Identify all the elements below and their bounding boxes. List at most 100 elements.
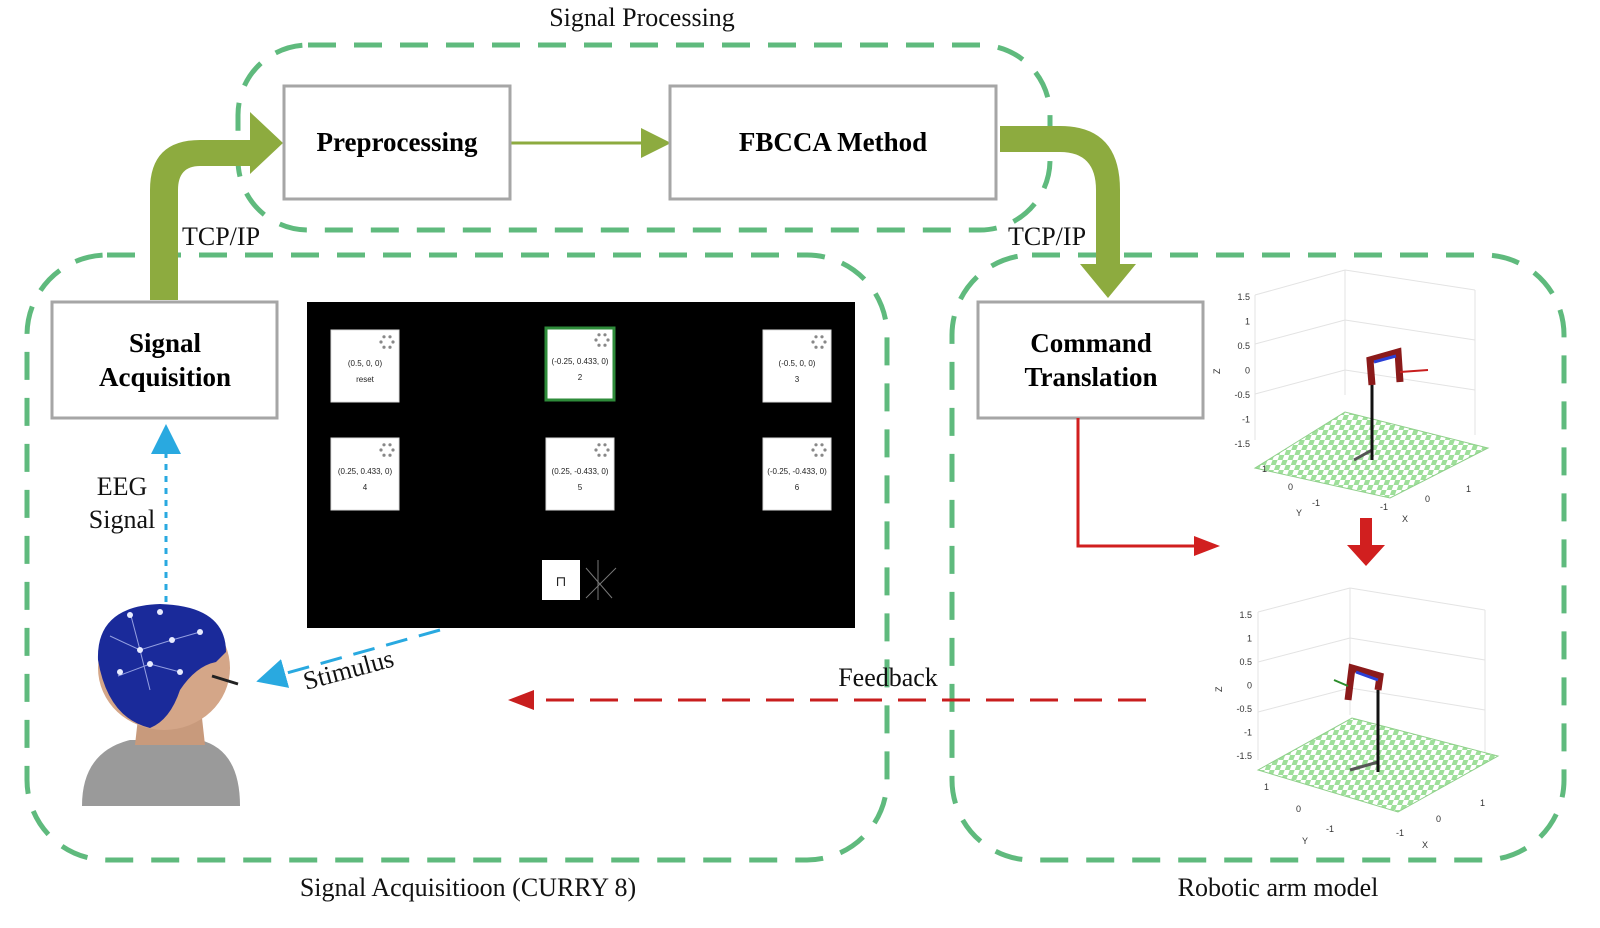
target-label: 6 — [795, 483, 800, 492]
arm-transition-arrow — [1347, 518, 1385, 566]
eeg-label-line2: Signal — [89, 505, 155, 534]
stimulus-target-3: (-0.5, 0, 0) 3 — [762, 329, 832, 403]
arm-links-bottom — [1344, 663, 1384, 701]
z-tick: -0.5 — [1236, 704, 1252, 714]
target-ring-icon — [811, 335, 827, 349]
fbcca-label: FBCCA Method — [739, 127, 927, 157]
command-translation-label-line2: Translation — [1024, 362, 1157, 392]
tcp-arrow-left — [150, 112, 283, 300]
z-tick: -0.5 — [1234, 390, 1250, 400]
eeg-cap — [97, 604, 226, 728]
target-ring-icon — [379, 443, 395, 457]
subject-with-eeg-cap — [82, 604, 240, 806]
target-card — [330, 329, 400, 403]
preprocessing-label: Preprocessing — [317, 127, 478, 157]
target-label: reset — [356, 375, 375, 384]
arm-blue-link-bottom — [1355, 670, 1379, 682]
x-tick-bottom-1: -1 — [1396, 828, 1404, 838]
z-tick: -1 — [1242, 415, 1250, 425]
eeg-label-line1: EEG — [97, 472, 148, 501]
target-coordinate: (-0.5, 0, 0) — [779, 359, 816, 368]
y-tick-bottom-3: -1 — [1326, 824, 1334, 834]
target-card — [545, 437, 615, 511]
arm-links-top — [1366, 347, 1404, 386]
preprocessing-box — [282, 84, 512, 201]
stimulus-target-2: (-0.25, 0.433, 0) 2 — [544, 326, 616, 402]
stimulus-screen: (0.5, 0, 0) reset (-0.25, 0.433, 0) 2 (-0.5,… — [307, 302, 855, 628]
z-tick: -1.5 — [1236, 751, 1252, 761]
feedback-arrowhead — [508, 690, 534, 710]
axes-glyph-2 — [585, 567, 613, 599]
command-translation-label-line1: Command — [1030, 328, 1152, 358]
x-tick-bottom-3: 1 — [1480, 798, 1485, 808]
z-tick: 0 — [1247, 681, 1252, 691]
target-coordinate: (0.5, 0, 0) — [348, 359, 383, 368]
z-tick: 1.5 — [1239, 610, 1252, 620]
feedback-label: Feedback — [838, 663, 938, 692]
z-tick: 1 — [1247, 634, 1252, 644]
target-label: 2 — [578, 373, 583, 382]
z-tick: 0.5 — [1237, 341, 1250, 351]
stimulus-target-5: (0.25, -0.433, 0) 5 — [545, 437, 615, 511]
fbcca-box — [668, 84, 998, 201]
stimulus-target-4: (0.25, 0.433, 0)4 — [330, 437, 400, 511]
robotic-arm-title: Robotic arm model — [1178, 873, 1379, 902]
signal-processing-title: Signal Processing — [549, 3, 735, 32]
target-label: 4 — [363, 483, 368, 492]
z-tick: -1 — [1244, 728, 1252, 738]
target-coordinate: (0.25, -0.433, 0) — [552, 467, 609, 476]
z-axis-label-bottom: Z — [1214, 686, 1224, 692]
arm-base-top — [1353, 448, 1373, 462]
x-tick-bottom-2: 0 — [1436, 814, 1441, 824]
signal-acquisition-label-line2: Acquisition — [99, 362, 231, 392]
target-coordinate: (-0.25, 0.433, 0) — [552, 357, 609, 366]
y-tick-bottom-2: 0 — [1296, 804, 1301, 814]
target-card — [330, 437, 400, 511]
target-card — [762, 437, 832, 511]
y-tick-top-1: 1 — [1262, 464, 1267, 474]
glasses — [211, 674, 239, 686]
command-arrowhead — [1194, 536, 1220, 556]
z-tick: 1.5 — [1237, 292, 1250, 302]
target-label: 3 — [795, 375, 800, 384]
z-axis-label-top: Z — [1212, 368, 1222, 374]
x-tick-top-3: 1 — [1466, 484, 1471, 494]
target-coordinate: (-0.25, -0.433, 0) — [767, 467, 827, 476]
arm-plot-top: 1.510.50-0.5-1-1.5 Z X Y -1 0 1 1 0 -1 — [1212, 269, 1490, 524]
stimulus-target-1: (0.5, 0, 0) reset — [330, 329, 400, 403]
x-tick-top-2: 0 — [1425, 494, 1430, 504]
signal-acquisition-region — [24, 252, 890, 863]
stimulus-arrow — [256, 628, 441, 688]
target-label: 5 — [578, 483, 583, 492]
y-axis-label-top: Y — [1296, 508, 1302, 518]
cursor-target — [542, 560, 580, 600]
y-tick-top-2: 0 — [1288, 482, 1293, 492]
command-to-arm-arrow — [1076, 418, 1196, 548]
x-axis-label-top: X — [1402, 514, 1408, 524]
target-card — [762, 329, 832, 403]
robotic-arm-region — [949, 252, 1567, 863]
target-card — [544, 326, 616, 402]
command-translation-box — [976, 300, 1205, 420]
tcp-arrow-right — [1000, 126, 1136, 298]
z-tick: 0.5 — [1239, 657, 1252, 667]
arm-base-bottom — [1349, 760, 1379, 772]
x-axis-label-bottom: X — [1422, 840, 1428, 850]
target-ring-icon — [379, 335, 395, 349]
signal-acquisition-title: Signal Acquisitioon (CURRY 8) — [300, 873, 636, 902]
stimulus-label: Stimulus — [300, 644, 397, 696]
stimulus-target-6: (-0.25, -0.433, 0) 6 — [762, 437, 832, 511]
shoulder — [82, 740, 240, 806]
arm-tool-bottom — [1333, 679, 1349, 687]
x-tick-top-1: -1 — [1380, 502, 1388, 512]
y-tick-top-3: -1 — [1312, 498, 1320, 508]
cursor-glyph: ⊓ — [556, 575, 567, 590]
arm-tool-top — [1399, 369, 1429, 373]
tcp-label-right: TCP/IP — [1008, 222, 1086, 251]
target-ring-icon — [594, 333, 610, 347]
signal-acquisition-label-line1: Signal — [129, 328, 202, 358]
target-ring-icon — [811, 443, 827, 457]
tcp-label-left: TCP/IP — [182, 222, 260, 251]
z-tick: 1 — [1245, 317, 1250, 327]
